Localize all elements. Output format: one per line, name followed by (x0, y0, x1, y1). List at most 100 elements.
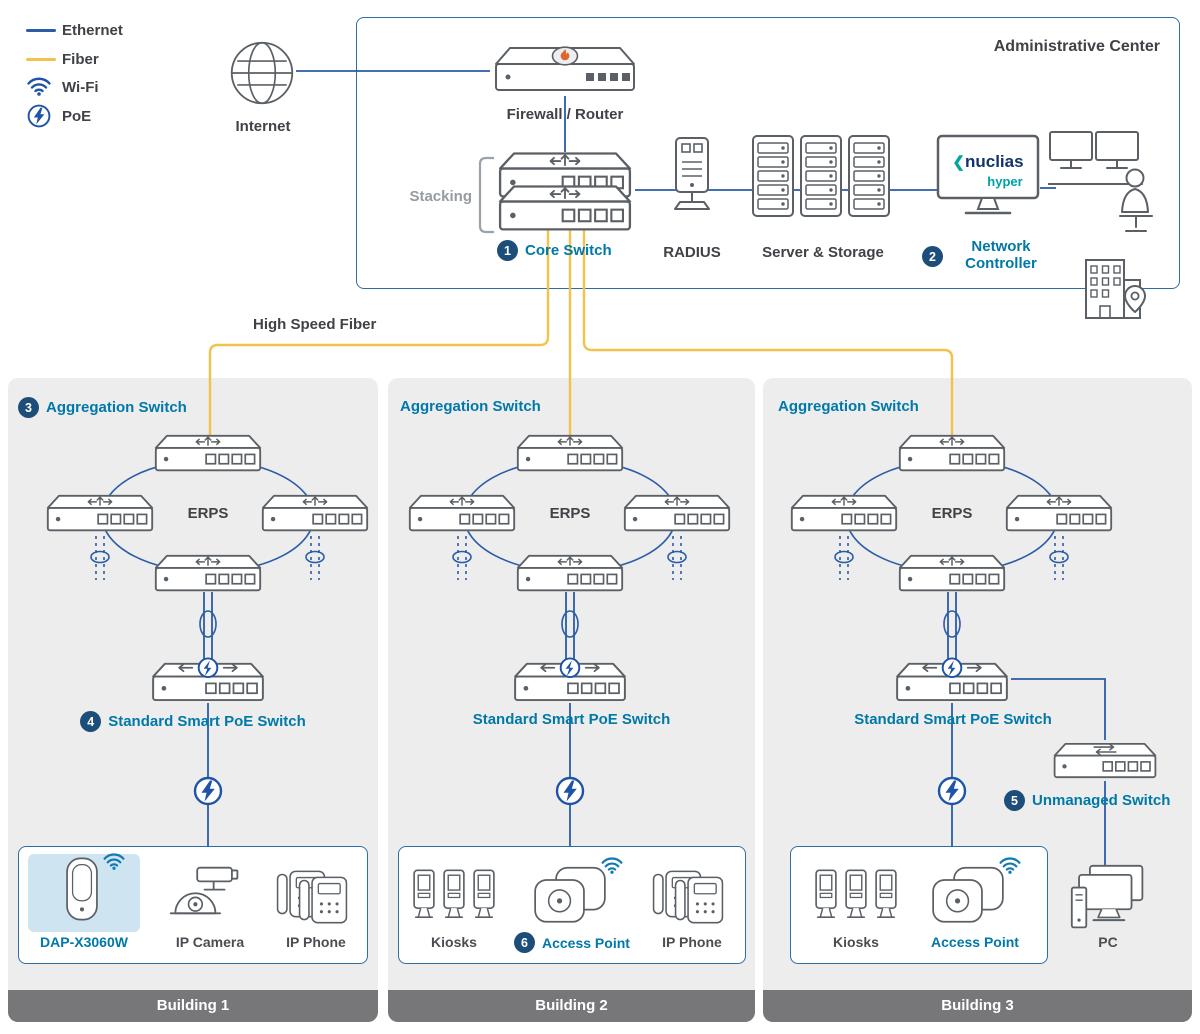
poe-switch-label-1: Standard Smart PoE Switch (108, 713, 306, 730)
poe-icon (27, 104, 51, 128)
server-rack-icon-2 (798, 134, 844, 220)
ip-camera-label: IP Camera (175, 934, 245, 950)
agg-switch-left-2 (406, 493, 518, 534)
nuclias-hyper-text: hyper (987, 174, 1023, 189)
wifi-icon (26, 76, 52, 96)
pc-label: PC (1098, 934, 1118, 950)
poe-switch-label-2: Standard Smart PoE Switch (472, 711, 671, 728)
agg-switch-right-3 (1003, 493, 1115, 534)
erps-label-1: ERPS (187, 505, 229, 522)
kiosks-label-3: Kiosks (833, 934, 879, 950)
access-point-label-2: Access Point (542, 934, 630, 951)
poe-switch-label-3: Standard Smart PoE Switch (854, 711, 1052, 728)
agg-switch-right-2 (621, 493, 733, 534)
radius-label: RADIUS (663, 244, 721, 261)
core-switch-caption: 1 Core Switch (497, 240, 612, 261)
poe-link-icon-2 (555, 776, 585, 806)
building-3-footer: Building 3 (763, 990, 1192, 1022)
agg-switch-right-1 (259, 493, 371, 534)
kiosks-label-2: Kiosks (431, 934, 477, 950)
campus-building-icon (1076, 248, 1150, 322)
legend-ethernet-label: Ethernet (62, 22, 123, 39)
building-2-footer: Building 2 (388, 990, 755, 1022)
agg-switch-bottom-2 (514, 553, 626, 594)
dap-x3060w-icon (60, 856, 104, 922)
server-rack-icon-1 (750, 134, 796, 220)
step-badge-5: 5 (1004, 790, 1025, 811)
kiosk-icon-2c (470, 868, 498, 922)
access-point-label-3: Access Point (931, 934, 1019, 950)
core-switch-label: Core Switch (525, 242, 612, 259)
internet-label: Internet (235, 118, 291, 135)
poe-switch-icon-3 (893, 655, 1011, 704)
ip-phone-icon-2b (674, 874, 724, 926)
ip-phone-icon-1b (298, 874, 348, 926)
poe-switch-caption-1: 4 Standard Smart PoE Switch (8, 711, 378, 732)
nuclias-logo-mark: ❮ (952, 154, 965, 171)
firewall-router-label: Firewall / Router (506, 106, 624, 123)
erps-label-2: ERPS (549, 505, 591, 522)
building-1-footer: Building 1 (8, 990, 378, 1022)
step-badge-4: 4 (80, 711, 102, 732)
radius-server-icon (668, 136, 716, 214)
access-point-caption-2: 6 Access Point (514, 932, 630, 953)
dap-wifi-icon (102, 852, 126, 870)
ethernet-line-swatch (26, 29, 56, 32)
agg-switch-top-2 (514, 433, 626, 474)
poe-link-icon-3 (937, 776, 967, 806)
agg-switch-bottom-1 (152, 553, 264, 594)
step-badge-3: 3 (18, 397, 39, 418)
kiosk-icon-3a (812, 868, 840, 922)
kiosk-icon-2a (410, 868, 438, 922)
unmanaged-switch-icon (1051, 741, 1159, 781)
server-rack-icon-3 (846, 134, 892, 220)
access-point-wifi-icon-3 (998, 856, 1022, 874)
access-point-icon-3 (926, 866, 1010, 927)
agg-switch-left-3 (788, 493, 900, 534)
step-badge-1: 1 (497, 240, 518, 261)
unmanaged-switch-caption: 5 Unmanaged Switch (1004, 790, 1170, 811)
stacking-label: Stacking (409, 188, 472, 205)
poe-switch-icon-1 (149, 655, 267, 704)
nuclias-logo: ❮nuclias hyper (942, 152, 1034, 191)
building-1-aggregation-caption: 3 Aggregation Switch (18, 397, 187, 418)
ip-camera-icon (168, 862, 252, 930)
unmanaged-switch-label: Unmanaged Switch (1032, 792, 1171, 809)
step-badge-2: 2 (922, 246, 943, 267)
step-badge-6: 6 (514, 932, 535, 953)
aggregation-switch-label-2: Aggregation Switch (400, 398, 541, 415)
admin-center-title: Administrative Center (993, 38, 1160, 55)
access-point-icon-2 (528, 866, 612, 927)
server-storage-label: Server & Storage (762, 244, 884, 261)
erps-label-3: ERPS (931, 505, 973, 522)
legend-poe-label: PoE (62, 108, 92, 125)
poe-switch-icon-2 (511, 655, 629, 704)
legend-fiber-label: Fiber (62, 51, 99, 68)
aggregation-switch-label-3: Aggregation Switch (778, 398, 919, 415)
kiosk-icon-3c (872, 868, 900, 922)
agg-switch-left-1 (44, 493, 156, 534)
kiosk-icon-2b (440, 868, 468, 922)
poe-link-icon-1 (193, 776, 223, 806)
internet-globe-icon (229, 40, 295, 106)
administrative-center-box (356, 17, 1180, 289)
core-switch-icon-2 (495, 183, 635, 234)
ip-phone-label-1: IP Phone (286, 934, 346, 950)
fiber-line-swatch (26, 58, 56, 61)
access-point-wifi-icon-2 (600, 856, 624, 874)
aggregation-switch-label-1: Aggregation Switch (46, 399, 187, 416)
agg-switch-top-1 (152, 433, 264, 474)
poe-switch-caption-3: Standard Smart PoE Switch (763, 711, 1143, 728)
agg-switch-bottom-3 (896, 553, 1008, 594)
ip-phone-label-2: IP Phone (662, 934, 722, 950)
high-speed-fiber-label: High Speed Fiber (253, 316, 377, 333)
dap-x3060w-label: DAP-X3060W (40, 934, 128, 950)
poe-switch-caption-2: Standard Smart PoE Switch (388, 711, 755, 728)
legend-wifi-label: Wi-Fi (62, 79, 99, 96)
firewall-router-icon (490, 44, 640, 94)
kiosk-icon-3b (842, 868, 870, 922)
network-controller-label: Network Controller (965, 238, 1037, 272)
pc-icon (1070, 864, 1146, 931)
